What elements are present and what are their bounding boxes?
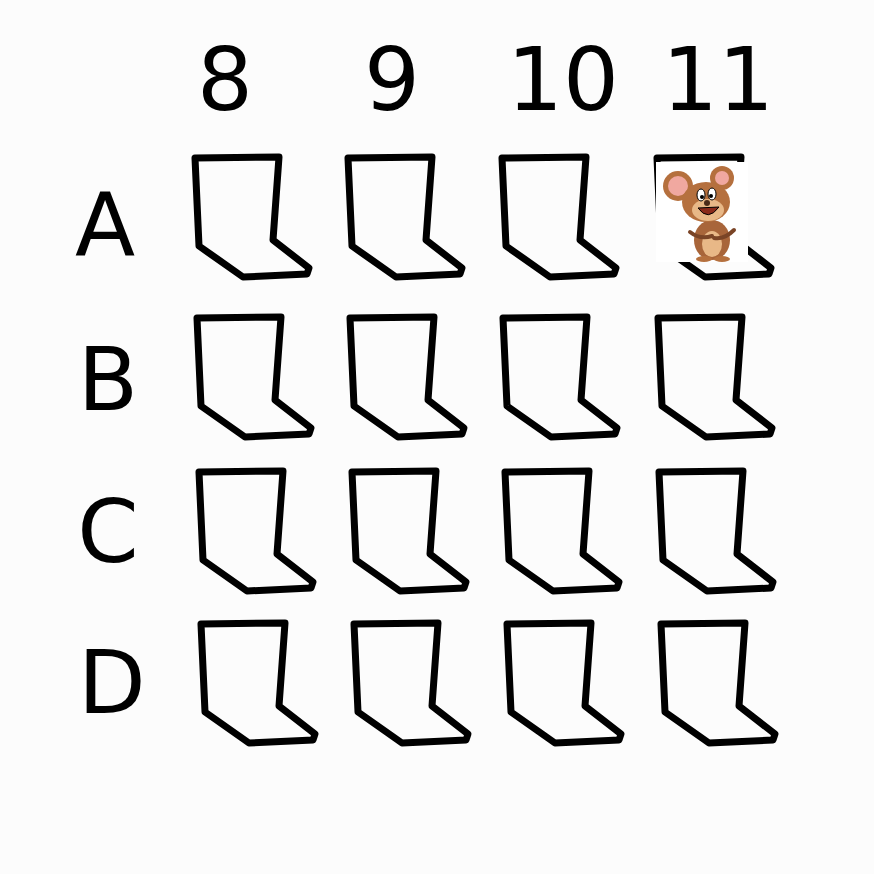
sock-row — [199, 471, 773, 591]
sock — [348, 157, 462, 277]
column-number: 8 — [197, 36, 253, 124]
sock — [659, 471, 773, 591]
column-number: 10 — [507, 36, 619, 124]
sock — [658, 317, 772, 437]
sock — [657, 157, 771, 277]
sock — [352, 471, 466, 591]
sock — [503, 317, 617, 437]
sock — [354, 623, 468, 743]
sock-row — [195, 157, 771, 277]
sock — [201, 623, 315, 743]
sock — [197, 317, 311, 437]
column-number: 11 — [662, 36, 774, 124]
row-letter: C — [77, 488, 138, 576]
sock — [505, 471, 619, 591]
row-letter: B — [78, 336, 138, 424]
sock-row — [201, 623, 775, 743]
row-letter: D — [78, 639, 146, 727]
sock — [199, 471, 313, 591]
sock — [502, 157, 616, 277]
mouse-picture — [656, 162, 748, 262]
sock — [195, 157, 309, 277]
sock — [507, 623, 621, 743]
row-letter: A — [75, 181, 135, 269]
column-number: 9 — [364, 36, 420, 124]
sock-row — [197, 317, 772, 437]
sock — [661, 623, 775, 743]
sock — [350, 317, 464, 437]
